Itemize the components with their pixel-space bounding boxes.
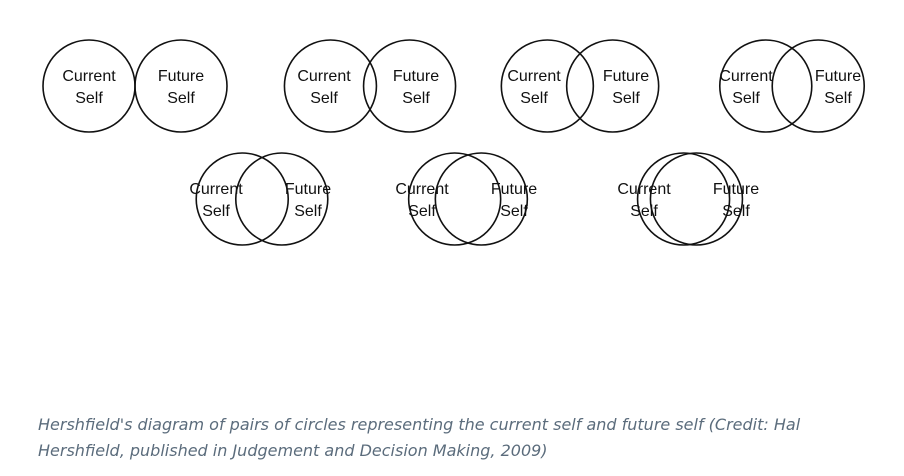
- future-self-circle: [434, 152, 529, 246]
- current-self-label-line2: Self: [75, 90, 103, 107]
- future-self-circle: [649, 152, 744, 246]
- circle-pairs-diagram: CurrentSelfFutureSelfCurrentSelfFutureSe…: [42, 39, 866, 246]
- future-self-label-line2: Self: [402, 90, 430, 107]
- future-self-label-line2: Self: [167, 90, 195, 107]
- figure-caption: Hershfield's diagram of pairs of circles…: [38, 415, 801, 460]
- future-self-label-line1: Future: [158, 68, 204, 85]
- current-self-circle: [283, 39, 378, 133]
- current-self-label-line1: Current: [719, 68, 773, 85]
- future-self-label-line1: Future: [603, 68, 649, 85]
- future-self-circle: [771, 39, 866, 133]
- future-self-label-line2: Self: [294, 203, 322, 220]
- current-self-label-line2: Self: [732, 90, 760, 107]
- current-self-label-line1: Current: [62, 68, 116, 85]
- current-self-circle: [42, 39, 136, 133]
- future-self-circle: [134, 39, 228, 133]
- current-self-label-line2: Self: [408, 203, 436, 220]
- current-self-label-line2: Self: [202, 203, 230, 220]
- current-self-circle: [500, 39, 595, 133]
- current-self-circle: [636, 152, 731, 246]
- future-self-label-line2: Self: [722, 203, 750, 220]
- current-self-label-line1: Current: [617, 181, 671, 198]
- current-self-label-line1: Current: [297, 68, 351, 85]
- current-self-label-line1: Current: [507, 68, 561, 85]
- future-self-label-line1: Future: [815, 68, 861, 85]
- future-self-label-line2: Self: [612, 90, 640, 107]
- future-self-label-line1: Future: [713, 181, 759, 198]
- current-self-label-line1: Current: [189, 181, 243, 198]
- current-self-circle: [407, 152, 502, 246]
- future-self-circle: [234, 152, 329, 246]
- future-self-label-line1: Future: [285, 181, 331, 198]
- future-self-label-line1: Future: [491, 181, 537, 198]
- future-self-circle: [565, 39, 660, 133]
- current-self-circle: [195, 152, 290, 246]
- current-self-label-line2: Self: [310, 90, 338, 107]
- future-self-label-line2: Self: [500, 203, 528, 220]
- current-self-label-line2: Self: [630, 203, 658, 220]
- future-self-circle: [362, 39, 457, 133]
- future-self-label-line1: Future: [393, 68, 439, 85]
- current-self-label-line2: Self: [520, 90, 548, 107]
- current-self-label-line1: Current: [395, 181, 449, 198]
- future-self-label-line2: Self: [824, 90, 852, 107]
- current-self-circle: [718, 39, 813, 133]
